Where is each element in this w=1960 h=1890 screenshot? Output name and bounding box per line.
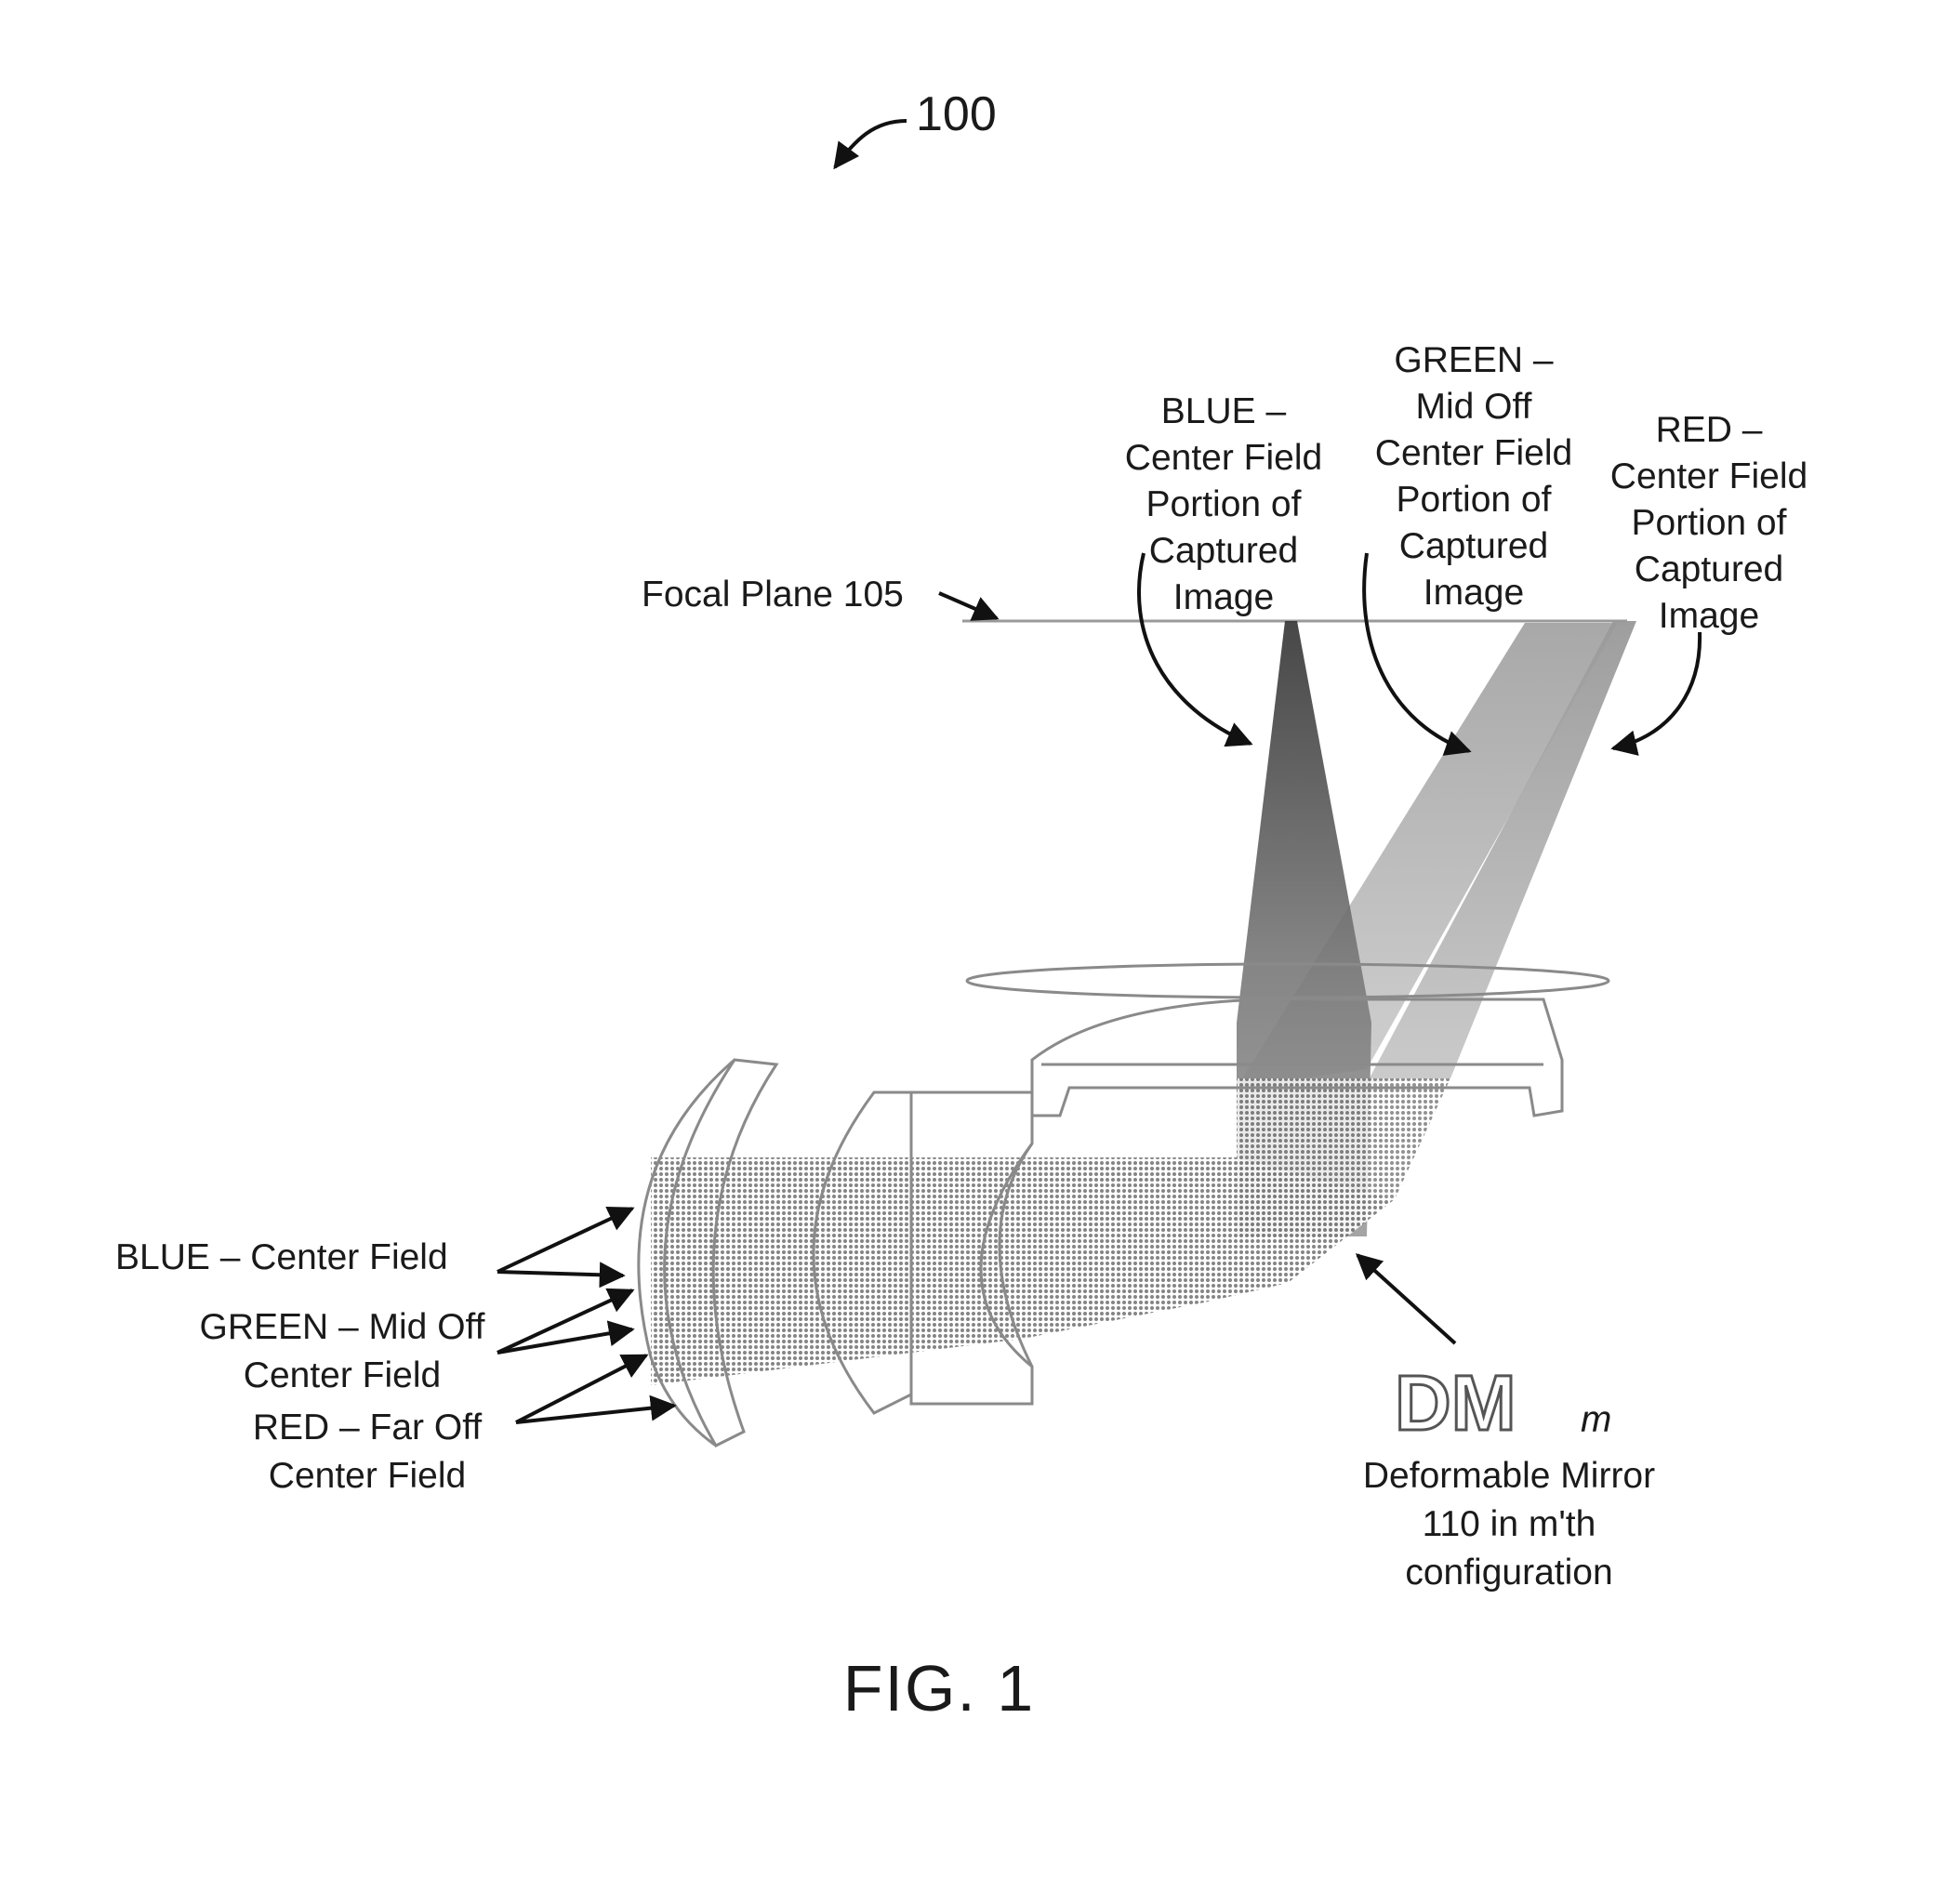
- svg-text:Portion of: Portion of: [1397, 480, 1552, 520]
- green-field-label: GREEN – Mid Off Center Field: [199, 1307, 484, 1395]
- green-portion-label: GREEN – Mid Off Center Field Portion of …: [1375, 340, 1572, 613]
- svg-text:GREEN – Mid Off: GREEN – Mid Off: [199, 1307, 484, 1347]
- green-field-arrow-2: [497, 1329, 632, 1353]
- figure-caption: FIG. 1: [843, 1652, 1035, 1725]
- svg-text:Captured: Captured: [1399, 526, 1548, 566]
- svg-text:Center Field: Center Field: [244, 1355, 441, 1395]
- mirror-arrow: [1357, 1255, 1455, 1343]
- red-portion-arrow: [1613, 632, 1700, 748]
- svg-text:DM: DM: [1395, 1359, 1516, 1447]
- svg-text:110 in m'th: 110 in m'th: [1423, 1504, 1596, 1544]
- svg-text:Image: Image: [1424, 573, 1524, 613]
- svg-text:Deformable Mirror: Deformable Mirror: [1363, 1456, 1655, 1496]
- red-field-label: RED – Far Off Center Field: [253, 1408, 483, 1496]
- svg-text:Image: Image: [1173, 577, 1274, 617]
- red-portion-label: RED – Center Field Portion of Captured I…: [1610, 410, 1808, 636]
- svg-text:Captured: Captured: [1149, 531, 1298, 571]
- svg-text:Image: Image: [1659, 596, 1759, 636]
- blue-portion-label: BLUE – Center Field Portion of Captured …: [1125, 391, 1322, 617]
- svg-text:GREEN –: GREEN –: [1394, 340, 1554, 380]
- svg-text:RED – Far Off: RED – Far Off: [253, 1408, 483, 1447]
- svg-text:Captured: Captured: [1635, 549, 1783, 589]
- svg-text:RED –: RED –: [1656, 410, 1763, 450]
- blue-field-label: BLUE – Center Field: [115, 1237, 448, 1277]
- ref-100-arrow: [835, 121, 907, 167]
- svg-text:configuration: configuration: [1405, 1553, 1612, 1593]
- ref-number-100: 100: [916, 87, 997, 141]
- blue-field-arrow-1: [497, 1209, 632, 1272]
- svg-text:Center Field: Center Field: [1125, 438, 1322, 478]
- svg-text:BLUE –: BLUE –: [1161, 391, 1287, 431]
- svg-text:Center Field: Center Field: [1375, 433, 1572, 473]
- horizontal-beam: [651, 1157, 1395, 1385]
- green-field-arrow-1: [497, 1290, 632, 1353]
- blue-field-arrow-2: [497, 1272, 623, 1275]
- svg-text:Center Field: Center Field: [1610, 456, 1808, 496]
- svg-text:Mid Off: Mid Off: [1416, 387, 1532, 427]
- focal-plane-arrow: [939, 593, 997, 618]
- svg-text:Portion of: Portion of: [1632, 503, 1787, 543]
- svg-text:m: m: [1581, 1399, 1611, 1440]
- mirror-symbol: DM m: [1395, 1359, 1611, 1447]
- focal-plane-label: Focal Plane 105: [642, 575, 904, 615]
- svg-text:Portion of: Portion of: [1146, 484, 1302, 524]
- svg-text:Center Field: Center Field: [269, 1456, 466, 1496]
- mirror-label: Deformable Mirror 110 in m'th configurat…: [1363, 1456, 1655, 1593]
